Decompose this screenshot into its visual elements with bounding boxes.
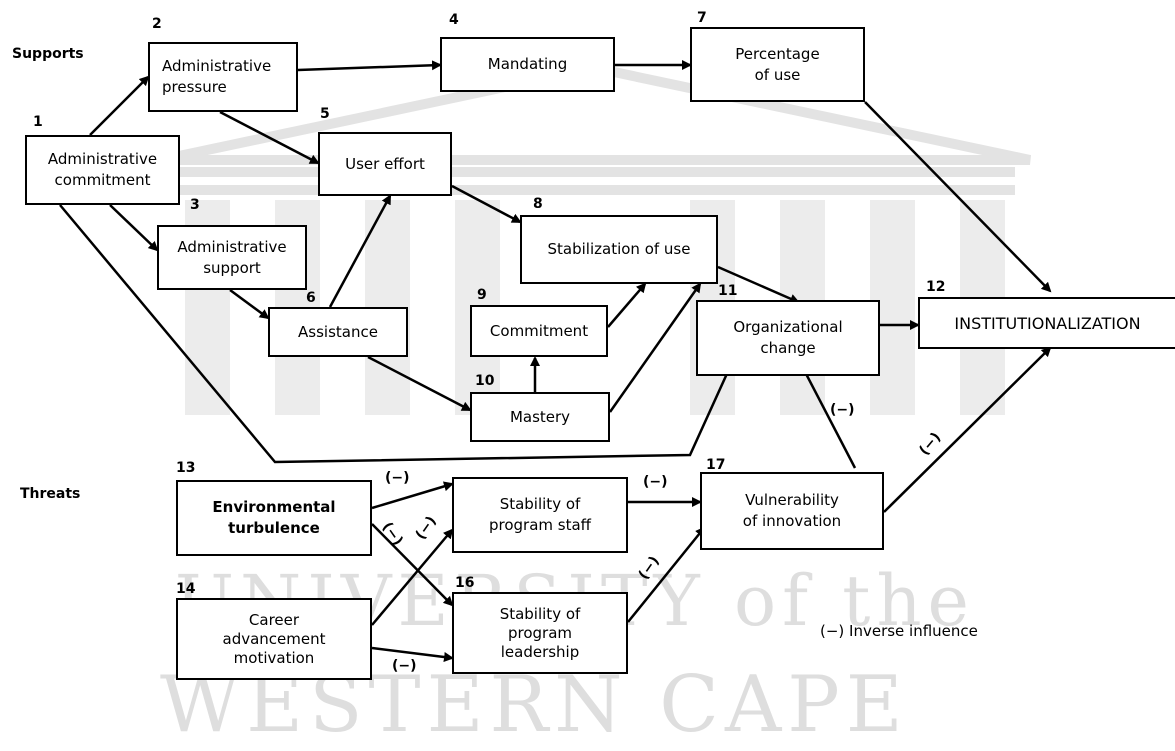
node-administrative-commitment: Administrative commitment [25,135,180,205]
node-institutionalization: INSTITUTIONALIZATION [918,297,1175,349]
node-organizational-change: Organizational change [696,300,880,376]
node-user-effort: User effort [318,132,452,196]
inverse-marker-13-15: (−) [385,470,410,486]
node-commitment: Commitment [470,305,608,357]
node-administrative-support: Administrative support [157,225,307,290]
node-number-5: 5 [320,106,330,122]
arrow-13-16 [371,523,454,607]
node-administrative-pressure: Administrative pressure [148,42,298,112]
node-career-advancement-motivation: Career advancement motivation [176,598,372,680]
arrow-16-17 [627,526,706,623]
node-number-1: 1 [33,114,43,130]
node-number-14: 14 [176,581,196,597]
arrow-6-5 [328,194,392,308]
arrow-1-3 [109,204,159,252]
node-number-11: 11 [718,283,738,299]
node-number-9: 9 [477,287,487,303]
node-stability-of-program-staff: Stability of program staff [452,477,628,553]
arrow-10-8 [608,282,702,413]
node-stabilization-of-use: Stabilization of use [520,215,718,284]
arrow-6-10 [367,355,472,412]
arrow-9-8 [607,282,647,328]
node-percentage-of-use: Percentage of use [690,27,865,102]
node-number-12: 12 [926,279,946,295]
arrow-14-15 [371,528,454,626]
node-number-2: 2 [152,16,162,32]
node-number-13: 13 [176,460,196,476]
node-number-7: 7 [697,10,707,26]
node-number-10: 10 [475,373,495,389]
supports-label: Supports [12,46,84,62]
arrow-17-12 [883,346,1052,513]
node-number-16: 16 [455,575,475,591]
node-number-17: 17 [706,457,726,473]
legend-inverse-influence: (−) Inverse influence [820,622,978,640]
node-assistance: Assistance [268,307,408,357]
inverse-marker-15-17: (−) [643,474,668,490]
inverse-marker-14-16: (−) [392,658,417,674]
arrow-8-11 [717,265,800,304]
node-mastery: Mastery [470,392,610,442]
arrow-3-6 [229,288,270,320]
node-vulnerability-of-innovation: Vulnerability of innovation [700,472,884,550]
arrow-2-5 [219,110,320,165]
arrow-1-11 [59,204,742,464]
arrow-13-15 [371,481,454,510]
arrow-2-4 [297,60,442,72]
arrow-5-8 [451,184,522,224]
threats-label: Threats [20,486,81,502]
node-number-3: 3 [190,197,200,213]
arrow-1-2 [89,75,150,136]
inverse-marker-17-11: (−) [830,402,855,418]
arrow-7-12 [864,101,1052,293]
node-number-4: 4 [449,12,459,28]
node-environmental-turbulence: Environmental turbulence [176,480,372,556]
node-mandating: Mandating [440,37,615,92]
node-stability-of-program-leadership: Stability of program leadership [452,592,628,674]
node-number-6: 6 [306,290,316,306]
arrow-14-16 [371,646,454,662]
node-number-8: 8 [533,196,543,212]
